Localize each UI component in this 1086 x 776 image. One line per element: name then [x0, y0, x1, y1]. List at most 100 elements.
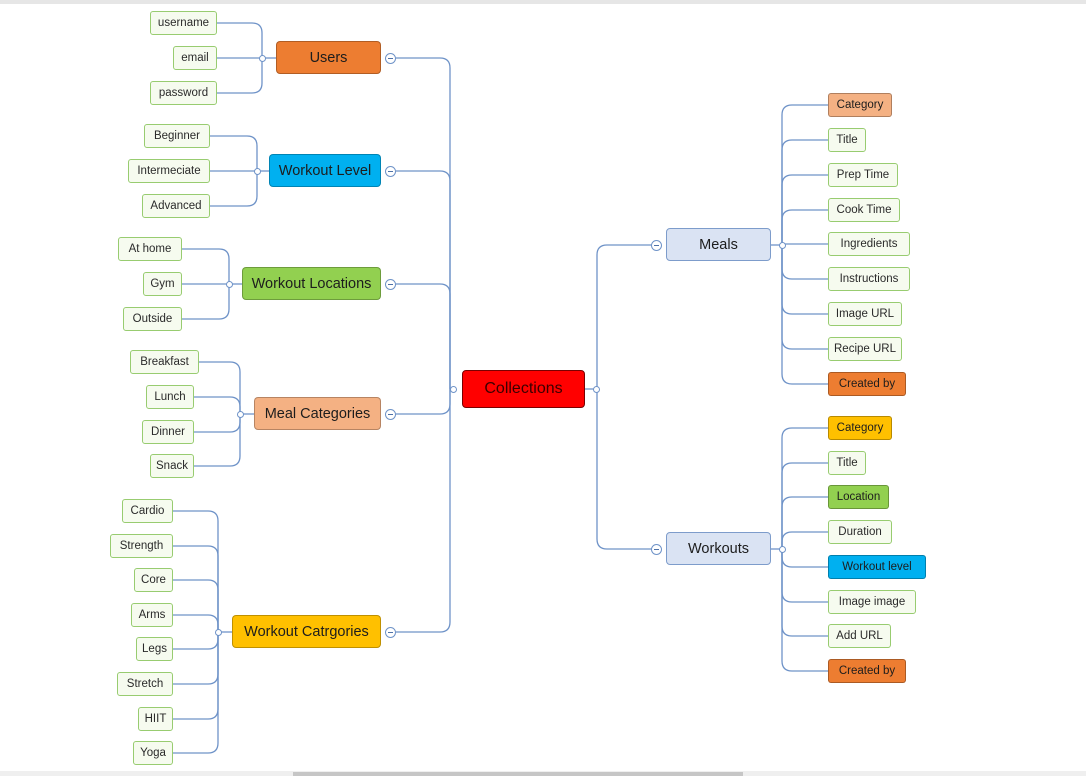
- junction-dot: [449, 385, 457, 393]
- leaf-node-workout-title[interactable]: Title: [828, 451, 866, 475]
- leaf-node-gym[interactable]: Gym: [143, 272, 182, 296]
- minus-icon: [387, 631, 393, 633]
- root-node-label: Collections: [484, 380, 563, 397]
- leaf-node-intermediate[interactable]: Intermeciate: [128, 159, 210, 183]
- leaf-node-meal-image-url[interactable]: Image URL: [828, 302, 902, 326]
- leaf-node-label: Created by: [838, 665, 896, 677]
- junction-dot: [236, 410, 244, 418]
- minus-icon: [387, 170, 393, 172]
- leaf-node-label: Title: [836, 457, 858, 469]
- leaf-node-ingredients[interactable]: Ingredients: [828, 232, 910, 256]
- leaf-node-label: Duration: [838, 526, 882, 538]
- leaf-node-label: Yoga: [140, 747, 166, 759]
- leaf-node-label: Advanced: [150, 200, 202, 212]
- collapse-users-button[interactable]: [384, 52, 396, 64]
- leaf-node-label: Cook Time: [836, 204, 892, 216]
- collapse-workouts-button[interactable]: [650, 543, 662, 555]
- leaf-node-label: Ingredients: [840, 238, 898, 250]
- leaf-node-beginner[interactable]: Beginner: [144, 124, 210, 148]
- minus-icon: [653, 548, 659, 550]
- branch-node-label: Workout Level: [278, 162, 372, 179]
- junction-dot: [778, 241, 786, 249]
- leaf-node-label: Outside: [132, 313, 173, 325]
- leaf-node-label: Recipe URL: [834, 343, 896, 355]
- leaf-node-location[interactable]: Location: [828, 485, 889, 509]
- leaf-node-arms[interactable]: Arms: [131, 603, 173, 627]
- leaf-node-cook-time[interactable]: Cook Time: [828, 198, 900, 222]
- branch-node-workout-categories[interactable]: Workout Catrgories: [232, 615, 381, 648]
- leaf-node-label: Core: [141, 574, 166, 586]
- branch-node-label: Workout Catrgories: [244, 623, 369, 640]
- leaf-node-label: Stretch: [126, 678, 164, 690]
- leaf-node-label: Image image: [838, 596, 906, 608]
- leaf-node-meal-created-by[interactable]: Created by: [828, 372, 906, 396]
- root-node-collections[interactable]: Collections: [462, 370, 585, 408]
- leaf-node-core[interactable]: Core: [134, 568, 173, 592]
- leaf-node-label: Add URL: [836, 630, 883, 642]
- branch-node-workout-locations[interactable]: Workout Locations: [242, 267, 381, 300]
- leaf-node-label: Workout level: [842, 561, 912, 573]
- collapse-workout-locations-button[interactable]: [384, 278, 396, 290]
- leaf-node-stretch[interactable]: Stretch: [117, 672, 173, 696]
- branch-node-meals[interactable]: Meals: [666, 228, 771, 261]
- collapse-workout-categories-button[interactable]: [384, 626, 396, 638]
- leaf-node-yoga[interactable]: Yoga: [133, 741, 173, 765]
- leaf-node-password[interactable]: password: [150, 81, 217, 105]
- leaf-node-strength[interactable]: Strength: [110, 534, 173, 558]
- leaf-node-label: Beginner: [153, 130, 201, 142]
- leaf-node-workout-created-by[interactable]: Created by: [828, 659, 906, 683]
- branch-node-workouts[interactable]: Workouts: [666, 532, 771, 565]
- leaf-node-meal-title[interactable]: Title: [828, 128, 866, 152]
- leaf-node-outside[interactable]: Outside: [123, 307, 182, 331]
- leaf-node-username[interactable]: username: [150, 11, 217, 35]
- collapse-workout-level-button[interactable]: [384, 165, 396, 177]
- branch-node-label: Meals: [699, 236, 738, 253]
- leaf-node-workout-category[interactable]: Category: [828, 416, 892, 440]
- junction-dot: [778, 545, 786, 553]
- leaf-node-advanced[interactable]: Advanced: [142, 194, 210, 218]
- leaf-node-hiit[interactable]: HIIT: [138, 707, 173, 731]
- leaf-node-label: Gym: [150, 278, 175, 290]
- leaf-node-workout-level[interactable]: Workout level: [828, 555, 926, 579]
- leaf-node-label: Dinner: [151, 426, 185, 438]
- leaf-node-label: Prep Time: [836, 169, 890, 181]
- leaf-node-cardio[interactable]: Cardio: [122, 499, 173, 523]
- collapse-meals-button[interactable]: [650, 239, 662, 251]
- leaf-node-lunch[interactable]: Lunch: [146, 385, 194, 409]
- leaf-node-label: Image URL: [835, 308, 895, 320]
- leaf-node-email[interactable]: email: [173, 46, 217, 70]
- leaf-node-breakfast[interactable]: Breakfast: [130, 350, 199, 374]
- branch-node-users[interactable]: Users: [276, 41, 381, 74]
- junction-dot: [225, 280, 233, 288]
- leaf-node-add-url[interactable]: Add URL: [828, 624, 891, 648]
- leaf-node-instructions[interactable]: Instructions: [828, 267, 910, 291]
- leaf-node-image-image[interactable]: Image image: [828, 590, 916, 614]
- top-border: [0, 0, 1086, 4]
- leaf-node-label: password: [158, 87, 209, 99]
- branch-node-meal-categories[interactable]: Meal Categories: [254, 397, 381, 430]
- scrollbar-thumb[interactable]: [293, 772, 743, 776]
- junction-dot: [258, 54, 266, 62]
- junction-dot: [592, 385, 600, 393]
- leaf-node-prep-time[interactable]: Prep Time: [828, 163, 898, 187]
- minus-icon: [387, 413, 393, 415]
- leaf-node-label: Legs: [142, 643, 167, 655]
- leaf-node-duration[interactable]: Duration: [828, 520, 892, 544]
- leaf-node-at-home[interactable]: At home: [118, 237, 182, 261]
- leaf-node-snack[interactable]: Snack: [150, 454, 194, 478]
- leaf-node-label: HIIT: [144, 713, 167, 725]
- leaf-node-label: Arms: [138, 609, 166, 621]
- leaf-node-label: Intermeciate: [137, 165, 201, 177]
- leaf-node-recipe-url[interactable]: Recipe URL: [828, 337, 902, 361]
- leaf-node-legs[interactable]: Legs: [136, 637, 173, 661]
- leaf-node-meal-category[interactable]: Category: [828, 93, 892, 117]
- collapse-meal-categories-button[interactable]: [384, 408, 396, 420]
- branch-node-label: Workouts: [688, 540, 749, 557]
- leaf-node-dinner[interactable]: Dinner: [142, 420, 194, 444]
- branch-node-label: Users: [309, 49, 348, 66]
- branch-node-workout-level[interactable]: Workout Level: [269, 154, 381, 187]
- leaf-node-label: Cardio: [130, 505, 165, 517]
- leaf-node-label: Snack: [156, 460, 188, 472]
- leaf-node-label: Created by: [838, 378, 896, 390]
- leaf-node-label: Category: [836, 422, 884, 434]
